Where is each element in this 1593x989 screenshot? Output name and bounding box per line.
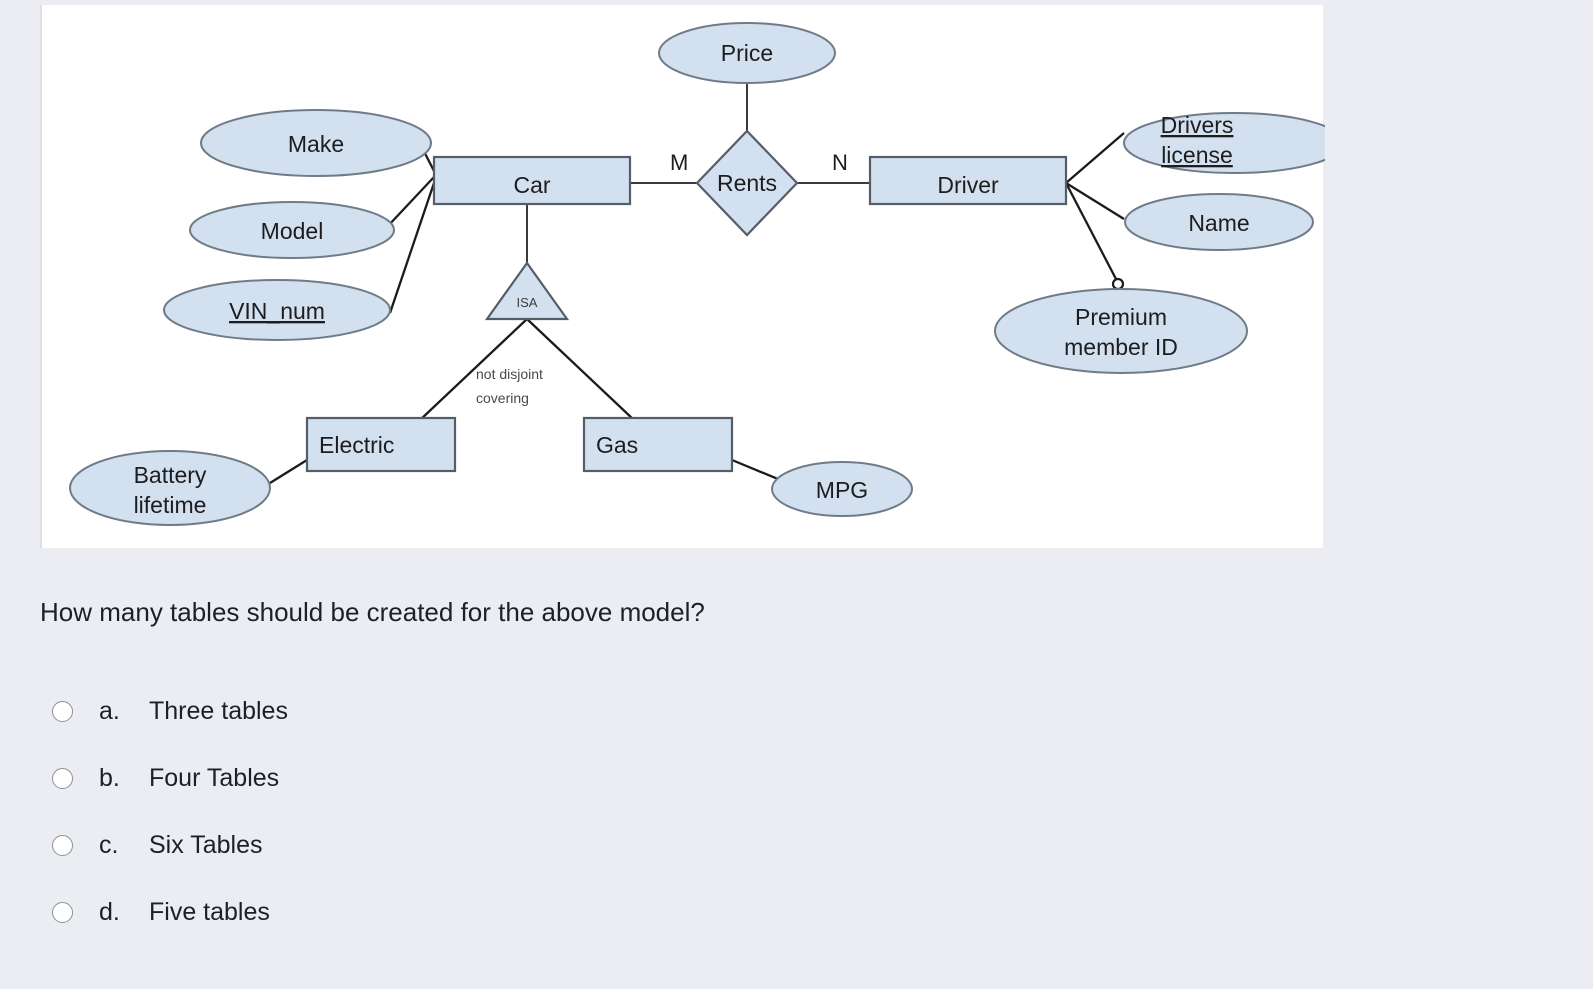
attribute-mpg-ellipse [771, 461, 913, 517]
edge-driver-name [1065, 182, 1125, 220]
option-label-d[interactable]: Five tables [149, 898, 270, 926]
option-row-b[interactable]: b. Four Tables [52, 745, 1052, 812]
radio-button-c[interactable] [52, 835, 73, 856]
edge-vin-car [388, 182, 436, 314]
option-row-d[interactable]: d. Five tables [52, 879, 1052, 946]
entity-electric: Electric [305, 416, 457, 473]
attribute-vin-num-label: VIN_num [229, 298, 325, 324]
attribute-battery-lifetime-label-line2: lifetime [134, 492, 207, 518]
attribute-premium-member-id: Premium member ID [994, 288, 1248, 374]
er-diagram-panel: Price Make Model VIN_num Car [40, 5, 1325, 548]
entity-gas-label: Gas [596, 432, 638, 458]
attribute-model: Model [189, 201, 395, 259]
entity-driver: Driver [868, 155, 1068, 206]
edge-driver-premium [1064, 182, 1118, 280]
attribute-battery-lifetime-label-line1: Battery [134, 462, 207, 488]
answer-options-list: a. Three tables b. Four Tables c. Six Ta… [52, 678, 1052, 946]
connector-lines [269, 83, 1125, 491]
attribute-drivers-license: Drivers license [1123, 112, 1325, 174]
entity-gas: Gas [582, 416, 734, 473]
edge-battery-electric [269, 459, 308, 484]
attribute-price-label: Price [721, 40, 773, 66]
option-letter-b: b. [99, 764, 120, 792]
attribute-make-ellipse [200, 109, 432, 177]
option-label-a[interactable]: Three tables [149, 697, 288, 725]
attribute-battery-lifetime-ellipse [69, 450, 271, 526]
attribute-make: Make [200, 109, 432, 177]
option-row-c[interactable]: c. Six Tables [52, 812, 1052, 879]
isa-constraint-line2: covering [476, 390, 529, 406]
attribute-premium-member-id-label-line1: Premium [1075, 304, 1167, 330]
option-row-a[interactable]: a. Three tables [52, 678, 1052, 745]
entity-driver-box [868, 155, 1068, 206]
attribute-drivers-license-ellipse [1123, 112, 1325, 174]
radio-button-b[interactable] [52, 768, 73, 789]
entity-electric-label: Electric [319, 432, 394, 458]
cardinality-m-label: M [670, 150, 688, 175]
optional-participation-circle-icon [1111, 277, 1125, 291]
question-text: How many tables should be created for th… [40, 597, 705, 627]
isa-triangle: ISA [484, 261, 570, 321]
attribute-drivers-license-label-line2: license [1161, 142, 1233, 168]
isa-constraint-line1: not disjoint [476, 366, 543, 382]
option-letter-a: a. [99, 697, 120, 725]
isa-label: ISA [517, 295, 538, 310]
attribute-mpg-label: MPG [816, 477, 868, 503]
attribute-vin-num: VIN_num [163, 279, 391, 341]
radio-button-a[interactable] [52, 701, 73, 722]
attribute-price-ellipse [658, 22, 836, 84]
attribute-price: Price [658, 22, 836, 84]
attribute-mpg: MPG [771, 461, 913, 517]
edge-isa-electric [419, 318, 528, 421]
attribute-battery-lifetime: Battery lifetime [69, 450, 271, 526]
entity-electric-box [305, 416, 457, 473]
attribute-premium-member-id-label-line2: member ID [1064, 334, 1178, 360]
relationship-rents-label: Rents [717, 170, 777, 196]
option-letter-d: d. [99, 898, 120, 926]
entity-car: Car [432, 155, 632, 206]
attribute-model-ellipse [189, 201, 395, 259]
attribute-drivers-license-label-line1: Drivers [1161, 112, 1234, 138]
relationship-rents: Rents [695, 129, 799, 237]
edge-model-car [386, 176, 435, 228]
entity-car-box [432, 155, 632, 206]
attribute-name: Name [1124, 193, 1314, 251]
attribute-premium-member-id-ellipse [994, 288, 1248, 374]
option-label-b[interactable]: Four Tables [149, 764, 280, 792]
attribute-make-label: Make [288, 131, 344, 157]
entity-gas-box [582, 416, 734, 473]
option-letter-c: c. [99, 831, 119, 859]
edge-isa-gas [526, 318, 635, 421]
cardinality-n-label: N [832, 150, 848, 175]
entity-car-label: Car [513, 172, 550, 198]
question-block: How many tables should be created for th… [40, 596, 1440, 630]
isa-triangle-shape [484, 261, 570, 321]
entity-driver-label: Driver [937, 172, 999, 198]
attribute-name-label: Name [1188, 210, 1249, 236]
option-label-c[interactable]: Six Tables [149, 831, 263, 859]
attribute-name-ellipse [1124, 193, 1314, 251]
edge-driver-license [1065, 132, 1125, 184]
attribute-vin-num-ellipse [163, 279, 391, 341]
radio-button-d[interactable] [52, 902, 73, 923]
er-diagram-svg: Price Make Model VIN_num Car [69, 22, 1325, 526]
attribute-model-label: Model [261, 218, 324, 244]
relationship-rents-diamond [695, 129, 799, 237]
